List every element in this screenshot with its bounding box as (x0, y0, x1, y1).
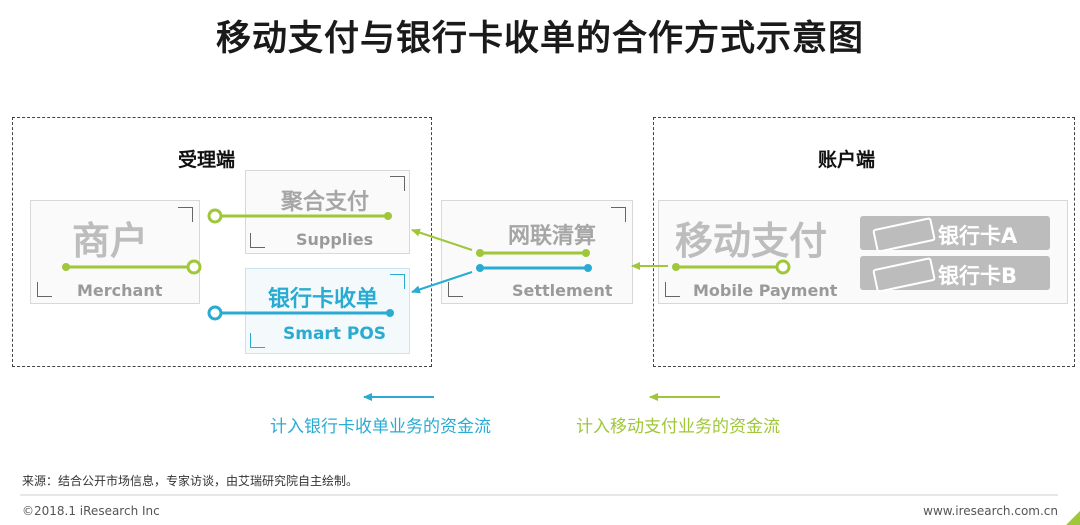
account-group (653, 117, 1075, 367)
corner-mark (611, 207, 626, 222)
green-arrow-settlement-to-supplies (411, 228, 473, 251)
merchant-box (30, 200, 200, 304)
flow-ring (207, 208, 223, 224)
smartpos-en-label: Smart POS (283, 324, 387, 344)
corner-mark (448, 282, 463, 297)
flow-dot (476, 264, 484, 272)
page-title: 移动支付与银行卡收单的合作方式示意图 (215, 19, 864, 59)
smartpos-box (245, 268, 410, 354)
supplies-box (245, 170, 410, 254)
supplies-en-label: Supplies (296, 230, 374, 249)
corner-mark (390, 274, 405, 289)
corner-mark (390, 176, 405, 191)
flow-dot (62, 263, 70, 271)
legend-green-label: 计入移动支付业务的资金流 (576, 417, 780, 437)
settlement-en-label: Settlement (512, 281, 613, 300)
flow-dot (672, 263, 680, 271)
flow-dot (584, 264, 592, 272)
merchant-label: 商户 (72, 219, 149, 263)
bank-card-a-label: 银行卡A (938, 224, 1018, 248)
flow-dot (386, 309, 394, 317)
site-url: www.iresearch.com.cn (923, 504, 1058, 518)
source-note: 来源：结合公开市场信息，专家访谈，由艾瑞研究院自主绘制。 (22, 474, 359, 488)
corner-mark (665, 282, 680, 297)
supplies-label: 聚合支付 (281, 190, 370, 215)
mobile-payment-label: 移动支付 (675, 219, 828, 263)
flow-dot (476, 249, 484, 257)
corner-mark (178, 207, 193, 222)
legend-blue-label: 计入银行卡收单业务的资金流 (270, 417, 491, 437)
flow-dot (582, 249, 590, 257)
flow-ring (207, 305, 223, 321)
flow-ring (775, 259, 791, 275)
merchant-en-label: Merchant (77, 281, 163, 300)
account-group-label: 账户端 (818, 149, 876, 171)
corner-mark (37, 282, 52, 297)
acquiring-group-label: 受理端 (178, 149, 236, 171)
corner-accent (1066, 511, 1080, 525)
flow-ring (186, 259, 202, 275)
bank-card-b-label: 银行卡B (938, 264, 1018, 288)
copyright: ©2018.1 iResearch Inc (22, 504, 160, 518)
mobile-payment-en-label: Mobile Payment (693, 281, 838, 300)
corner-mark (250, 233, 265, 248)
corner-mark (250, 333, 265, 348)
bank-card-a: 银行卡A (860, 216, 1050, 253)
settlement-label: 网联清算 (508, 224, 597, 249)
flow-dot (384, 212, 392, 220)
bank-card-b: 银行卡B (860, 256, 1050, 293)
blue-arrow-settlement-to-pos (411, 271, 473, 294)
smartpos-label: 银行卡收单 (268, 287, 379, 312)
acquiring-group (12, 117, 432, 367)
